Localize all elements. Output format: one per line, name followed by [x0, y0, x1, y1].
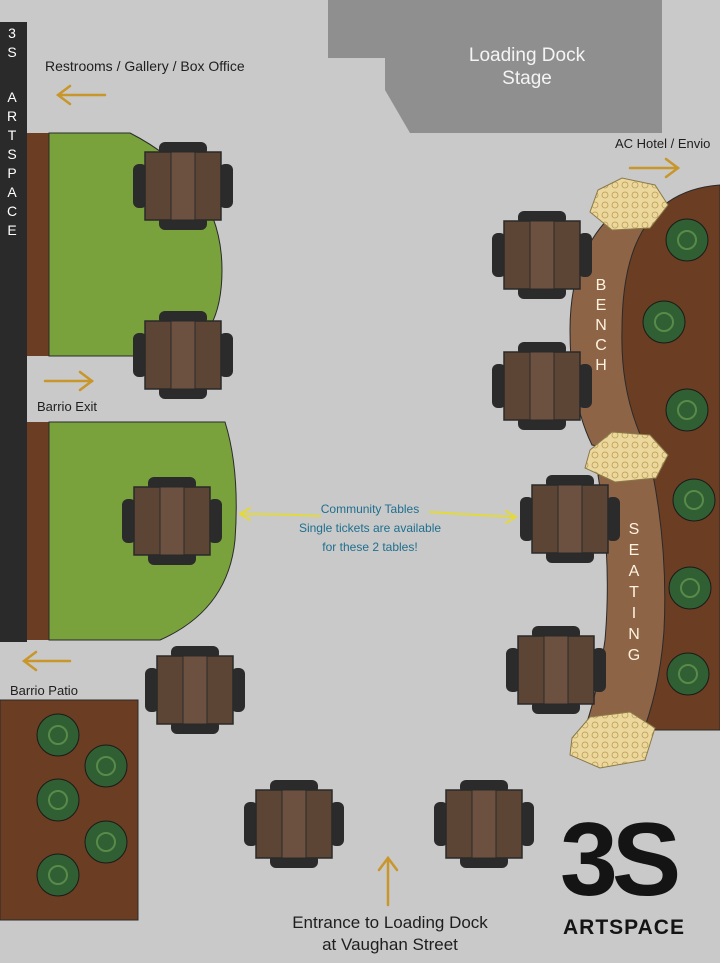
- chair: [145, 668, 159, 712]
- letter: B: [595, 277, 607, 294]
- letter: P: [7, 165, 17, 181]
- community-arrow-right: [429, 510, 518, 524]
- letter: S: [7, 146, 17, 162]
- letter: S: [628, 521, 640, 538]
- arrow-barrio-patio: [21, 650, 72, 672]
- chair: [492, 233, 506, 277]
- barrio-exit-label: Barrio Exit: [37, 399, 97, 414]
- logo-artspace: ARTSPACE: [563, 916, 685, 939]
- table-with-chairs-icon: [434, 780, 534, 868]
- table-center-strip: [471, 789, 497, 859]
- logo-3s: 3S: [560, 802, 681, 918]
- letter: A: [7, 184, 17, 200]
- ac-hotel-label: AC Hotel / Envio: [615, 136, 711, 151]
- table-center-strip: [529, 351, 555, 421]
- arrow-restrooms: [55, 84, 107, 106]
- table-center-strip: [182, 655, 208, 725]
- letter: N: [595, 317, 607, 334]
- letter: R: [6, 108, 18, 124]
- chair: [520, 802, 534, 846]
- table-center-strip: [159, 486, 185, 556]
- chair: [492, 364, 506, 408]
- table-with-chairs-icon: [492, 211, 592, 299]
- community-tables-note: Community Tables Single tickets are avai…: [290, 500, 450, 557]
- letter: A: [628, 563, 640, 580]
- chair: [434, 802, 448, 846]
- community-note-line3: for these 2 tables!: [322, 540, 418, 554]
- chair: [122, 499, 136, 543]
- right-plants: [642, 218, 716, 696]
- table-with-chairs-icon: [145, 646, 245, 734]
- table-with-chairs-icon: [122, 477, 222, 565]
- chair: [208, 499, 222, 543]
- table-with-chairs-icon: [520, 475, 620, 563]
- entrance-label-line2: at Vaughan Street: [322, 935, 458, 954]
- letter: N: [628, 626, 640, 643]
- letter: G: [627, 647, 641, 664]
- table-center-strip: [170, 320, 196, 390]
- barrio-patio-label: Barrio Patio: [10, 683, 78, 698]
- table-with-chairs-icon: [133, 311, 233, 399]
- letter: H: [595, 357, 607, 374]
- letter: E: [7, 222, 17, 238]
- lawn-strip-upper: [27, 133, 49, 356]
- community-note-line2: Single tickets are available: [298, 521, 442, 535]
- direction-arrows: [21, 84, 681, 907]
- letter: 3: [8, 25, 16, 41]
- chair: [219, 333, 233, 377]
- lawn-strip-lower: [27, 422, 49, 640]
- letter: E: [628, 542, 640, 559]
- chair: [592, 648, 606, 692]
- entrance-label-line1: Entrance to Loading Dock: [292, 913, 488, 932]
- chair: [244, 802, 258, 846]
- chair: [231, 668, 245, 712]
- chair: [506, 648, 520, 692]
- table-with-chairs-icon: [133, 142, 233, 230]
- chair: [133, 164, 147, 208]
- letter: I: [631, 605, 637, 622]
- community-arrow-left: [238, 507, 321, 521]
- venue-wall: [0, 22, 27, 642]
- chair: [219, 164, 233, 208]
- letter: A: [7, 89, 17, 105]
- boulder-bottom: [569, 711, 656, 769]
- entrance-label: Entrance to Loading Dock at Vaughan Stre…: [270, 912, 510, 956]
- patio-plants: [36, 713, 128, 897]
- chair: [520, 497, 534, 541]
- community-note-line1: Community Tables: [320, 502, 420, 516]
- table-center-strip: [529, 220, 555, 290]
- arrow-ac-hotel: [628, 157, 681, 179]
- loading-dock-stage: [328, 0, 662, 133]
- table-with-chairs-icon: [492, 342, 592, 430]
- letter: T: [7, 127, 17, 143]
- table-with-chairs-icon: [506, 626, 606, 714]
- letter: C: [6, 203, 18, 219]
- table-center-strip: [170, 151, 196, 221]
- table-center-strip: [543, 635, 569, 705]
- boulder-middle: [584, 431, 669, 483]
- table-with-chairs-icon: [244, 780, 344, 868]
- letter: T: [629, 584, 639, 601]
- loading-dock-label-line1: Loading Dock: [468, 45, 586, 66]
- boulder-top: [589, 177, 669, 231]
- arrow-barrio-exit: [43, 370, 95, 392]
- arrow-entrance: [377, 855, 399, 907]
- letter: S: [7, 44, 17, 60]
- loading-dock-label: Loading Dock Stage: [452, 44, 602, 90]
- chair: [133, 333, 147, 377]
- table-center-strip: [557, 484, 583, 554]
- restrooms-label: Restrooms / Gallery / Box Office: [45, 58, 245, 74]
- chair: [578, 364, 592, 408]
- chair: [330, 802, 344, 846]
- table-center-strip: [281, 789, 307, 859]
- loading-dock-label-line2: Stage: [502, 68, 552, 89]
- chair: [578, 233, 592, 277]
- letter: E: [595, 297, 607, 314]
- letter: C: [595, 337, 607, 354]
- community-arrows: [238, 507, 518, 524]
- chair: [606, 497, 620, 541]
